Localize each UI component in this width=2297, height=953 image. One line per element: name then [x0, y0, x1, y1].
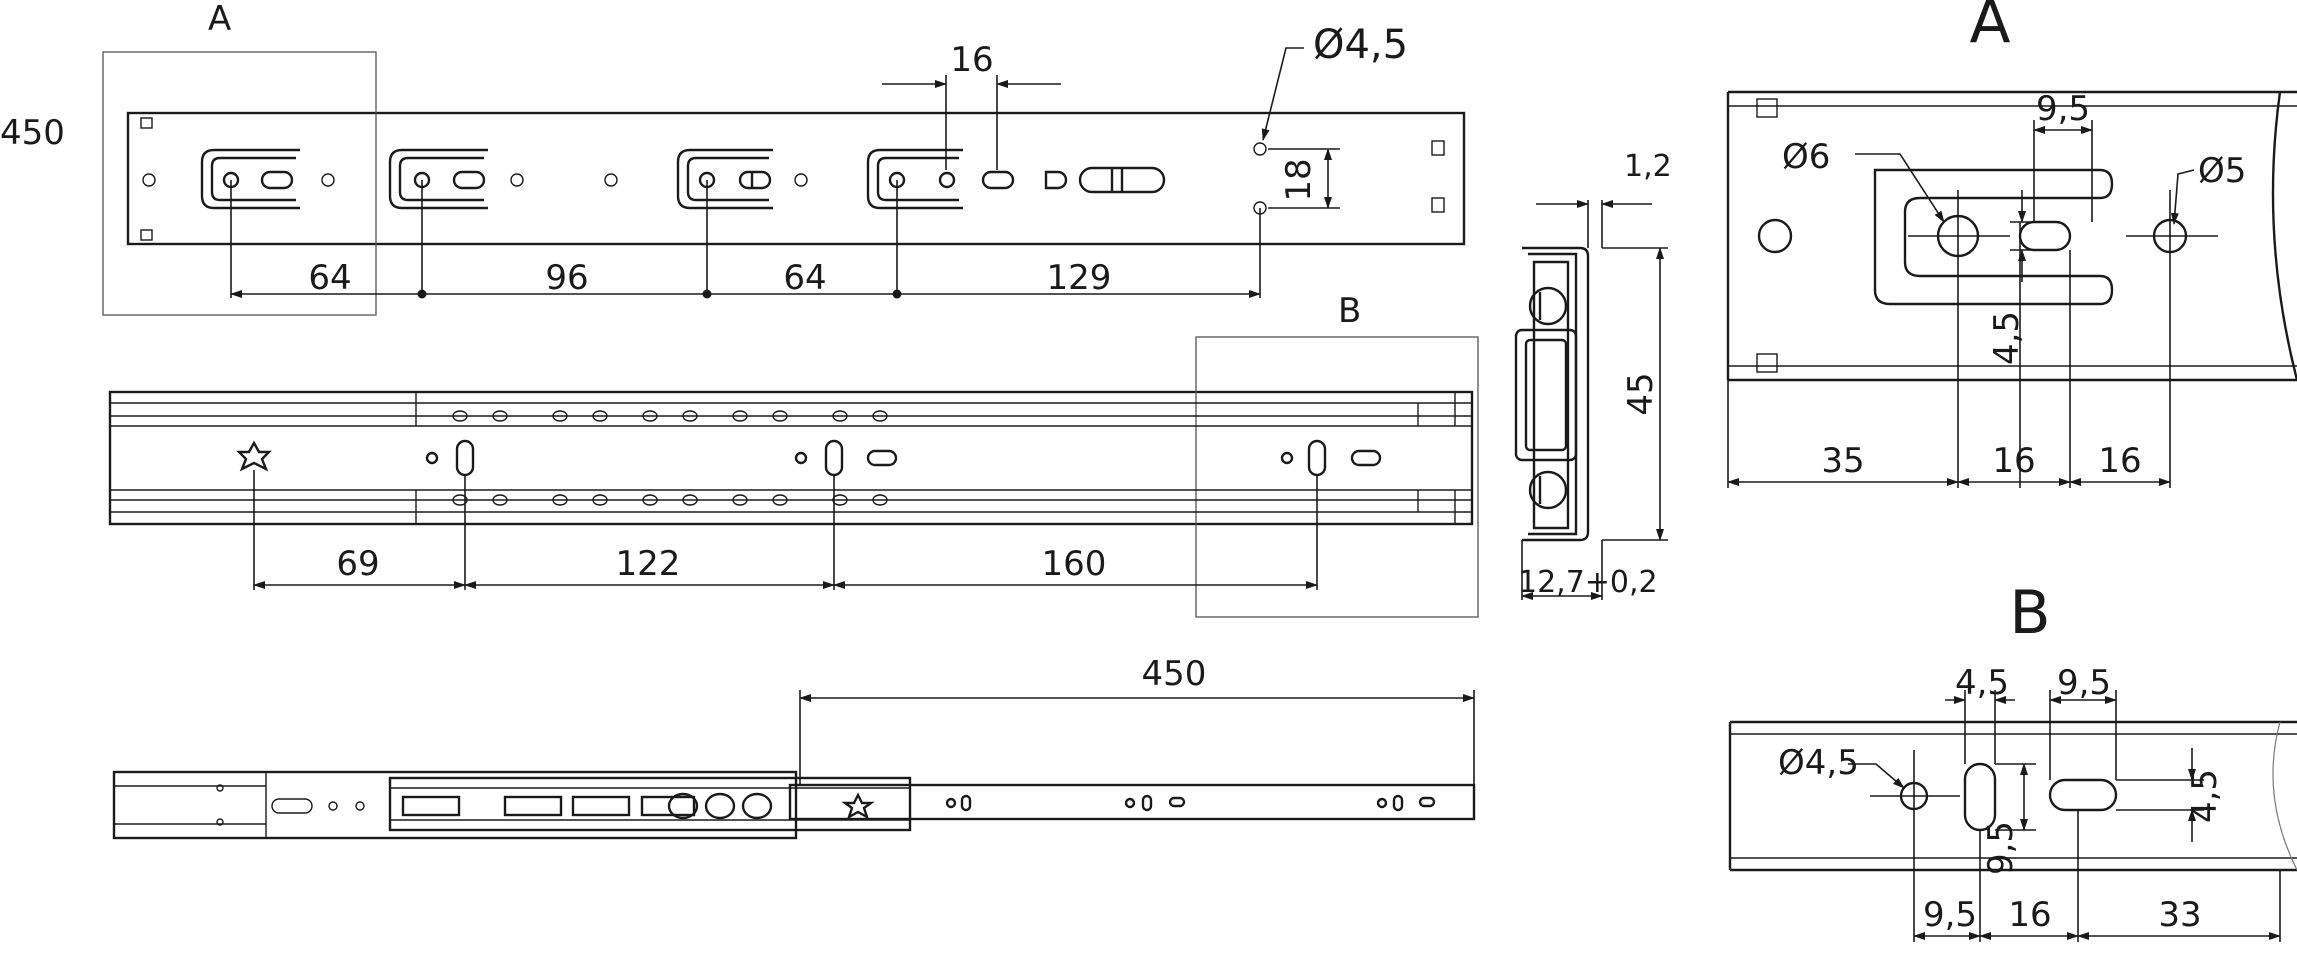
dim-16-b: 16: [2098, 441, 2141, 481]
width-label: 12,7+0,2: [1518, 565, 1658, 600]
dim-122: 122: [616, 544, 681, 584]
dim-16-a: 16: [1992, 441, 2035, 481]
detail-a-title: A: [1969, 0, 2010, 57]
thickness-label: 1,2: [1624, 149, 1672, 184]
side-rail-outline: [108, 390, 1474, 526]
dim-160: 160: [1042, 544, 1107, 584]
mounting-holes: [142, 142, 1267, 215]
bracket-3: [676, 148, 773, 210]
cross-section: 1,2 45 12,7+0,2: [1514, 149, 1672, 600]
dim-16: 16: [2008, 895, 2051, 935]
bracket-4: [866, 148, 1015, 210]
detail-a-frame: [102, 51, 377, 316]
detail-b-title: B: [2009, 578, 2050, 648]
dim-64-b: 64: [783, 258, 826, 298]
dim-64-a: 64: [308, 258, 351, 298]
middle-member: [388, 776, 912, 832]
detail-b: B Ø4,5 4,5 9,5 9,5 4,5 9,5 16 33: [1728, 578, 2297, 942]
dim-95: 9,5: [1923, 895, 1977, 935]
side-view: B 69 122 160: [108, 291, 1479, 618]
detail-b-frame: [1195, 336, 1479, 618]
bracket-2: [388, 148, 488, 210]
dim-33: 33: [2158, 895, 2201, 935]
rail-outline: [126, 111, 1466, 246]
hole-diameter-label: Ø4,5: [1313, 22, 1408, 68]
dim-129: 129: [1047, 258, 1112, 298]
extension-length-label: 450: [1142, 654, 1207, 694]
dim-69: 69: [336, 544, 379, 584]
bracket-1: [200, 148, 300, 210]
dia5-label: Ø5: [2198, 151, 2246, 191]
section-outer: [1522, 246, 1590, 542]
dim-35: 35: [1821, 441, 1864, 481]
outer-member: [112, 770, 798, 840]
detail-a: A Ø6 Ø5 9,5 4,5 35 16 16: [1726, 0, 2297, 488]
dim-96: 96: [545, 258, 588, 298]
overall-length-label: 450: [0, 113, 65, 153]
ball-cage: [452, 410, 888, 506]
dim-18: 18: [1279, 158, 1319, 201]
slot-group-end: [1044, 166, 1166, 194]
star-hole-icon: [236, 440, 272, 472]
inner-member: [788, 783, 1476, 821]
slot-width-label: 9,5: [2036, 89, 2090, 129]
detail-b-marker: B: [1338, 291, 1361, 331]
dim-16-pitch: 16: [950, 40, 993, 80]
dia6-label: Ø6: [1782, 137, 1830, 177]
slot-width-95-label: 9,5: [2057, 663, 2111, 703]
detail-a-marker: A: [208, 0, 231, 39]
star-hole-icon: [841, 792, 875, 820]
slot-height-label: 4,5: [1987, 311, 2027, 365]
slot-width-45-label: 4,5: [1955, 663, 2009, 703]
extended-view: 450: [112, 654, 1476, 840]
top-view: 450 A 64 96 64 129 16 Ø4,5 18: [0, 0, 1466, 316]
dia45-label: Ø4,5: [1778, 743, 1859, 783]
slot-height-95-label: 9,5: [1981, 821, 2021, 875]
height-label: 45: [1621, 372, 1661, 415]
side-holes: [236, 439, 1382, 477]
slot-height-45-label: 4,5: [2185, 769, 2225, 823]
